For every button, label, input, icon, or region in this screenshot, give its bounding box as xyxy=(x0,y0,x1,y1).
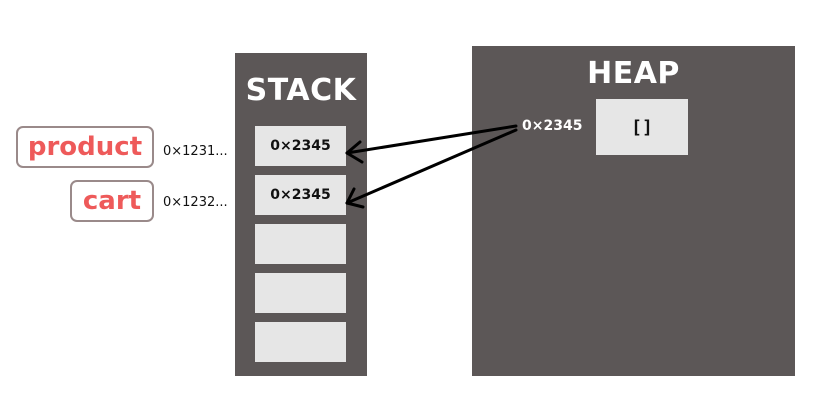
stack-cell: 0×2345 xyxy=(255,175,346,215)
arrow-to-product-cell xyxy=(345,124,518,164)
stack-cell: 0×2345 xyxy=(255,126,346,166)
heap-title: HEAP xyxy=(587,56,680,91)
stack-cell xyxy=(255,224,346,264)
stack-panel: STACK 0×2345 0×2345 xyxy=(235,53,367,376)
heap-array-object: [] xyxy=(596,99,688,155)
heap-panel: HEAP 0×2345 [] xyxy=(472,46,795,376)
arrow-to-cart-cell xyxy=(345,128,518,209)
variable-address-cart: 0×1232... xyxy=(163,195,228,210)
variable-label-cart: cart xyxy=(70,180,154,222)
variable-label-product: product xyxy=(16,126,154,168)
variable-address-product: 0×1231... xyxy=(163,144,228,159)
stack-cell xyxy=(255,322,346,362)
stack-title: STACK xyxy=(245,73,357,108)
heap-address: 0×2345 xyxy=(522,118,583,134)
stack-cell xyxy=(255,273,346,313)
